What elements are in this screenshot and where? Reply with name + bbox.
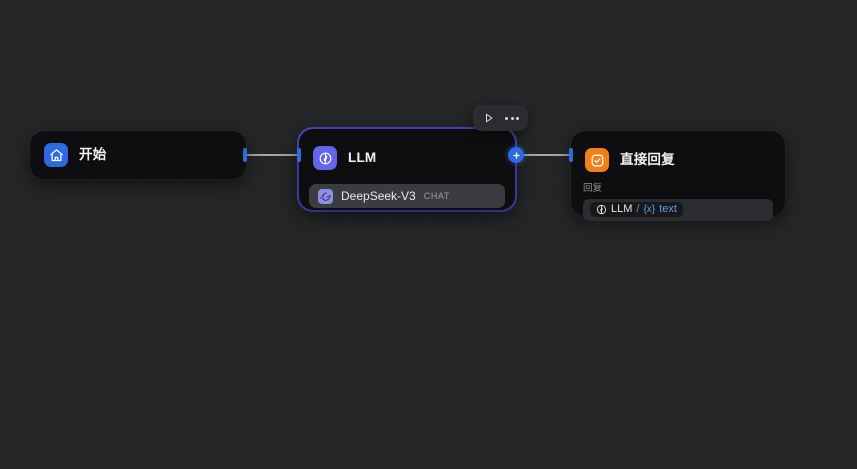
node-start-title: 开始 <box>79 147 107 163</box>
run-node-button[interactable] <box>479 108 499 128</box>
more-options-button[interactable] <box>502 108 522 128</box>
plus-icon[interactable] <box>508 147 524 163</box>
answer-field-label: 回复 <box>583 183 603 194</box>
model-selector[interactable]: DeepSeek-V3 CHAT <box>309 184 505 208</box>
direct-answer-icon <box>585 148 609 172</box>
variable-name: text <box>659 203 677 215</box>
deepseek-whale-icon <box>318 188 333 204</box>
model-name: DeepSeek-V3 <box>341 189 416 203</box>
home-icon <box>44 143 68 167</box>
handle-bar <box>243 148 247 162</box>
node-llm-title: LLM <box>348 150 377 166</box>
llm-icon <box>313 146 337 170</box>
handle-llm-output-add[interactable] <box>508 147 524 163</box>
node-answer-header: 直接回复 <box>571 131 785 175</box>
variable-type-tag: {x} <box>643 203 656 215</box>
handle-bar <box>297 148 301 162</box>
node-llm-header: LLM <box>299 129 515 173</box>
answer-value-box[interactable]: LLM / {x} text <box>583 198 773 221</box>
handle-answer-input[interactable] <box>569 148 573 162</box>
node-direct-answer[interactable]: 直接回复 回复 LLM / {x} t <box>571 131 785 221</box>
variable-chip[interactable]: LLM / {x} text <box>590 202 683 217</box>
handle-start-output[interactable] <box>243 148 247 162</box>
node-toolbar[interactable] <box>473 105 528 131</box>
node-start[interactable]: 开始 <box>30 131 246 179</box>
model-type-badge: CHAT <box>423 190 450 201</box>
variable-source-name: LLM <box>611 203 633 215</box>
variable-source-icon <box>596 204 607 215</box>
node-llm[interactable]: LLM DeepSeek-V3 CHAT <box>299 129 515 210</box>
handle-bar <box>569 148 573 162</box>
node-start-header: 开始 <box>30 131 246 179</box>
answer-body: 回复 LLM / {x} text <box>571 175 785 221</box>
handle-llm-input[interactable] <box>297 148 301 162</box>
node-answer-title: 直接回复 <box>620 152 675 168</box>
ellipsis-icon <box>505 116 519 120</box>
variable-separator: / <box>636 203 640 215</box>
